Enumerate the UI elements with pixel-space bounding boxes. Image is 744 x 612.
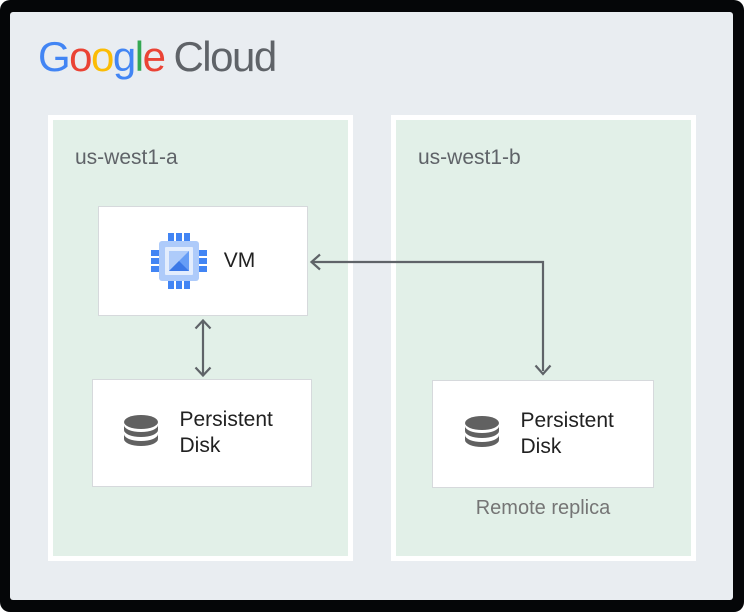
persistent-disk-a-node: Persistent Disk (92, 379, 312, 487)
logo-letter: o (91, 33, 114, 80)
zone-us-west1-a: us-west1-a (48, 115, 353, 561)
vm-label: VM (223, 249, 256, 272)
logo-cloud-text: Cloud (173, 33, 277, 80)
logo-letter: e (142, 33, 166, 80)
remote-replica-caption: Remote replica (475, 497, 611, 519)
logo-letter: G (38, 33, 71, 80)
compute-engine-icon (150, 233, 207, 289)
vm-node: VM (98, 206, 308, 316)
logo-letter: o (69, 33, 92, 80)
zone-us-west1-b: us-west1-b (391, 115, 696, 561)
logo-letter: g (112, 33, 136, 80)
persistent-disk-icon (464, 416, 499, 447)
zone-a-label: us-west1-a (75, 146, 178, 169)
persistent-disk-a-label: Persistent Disk (179, 408, 273, 457)
zone-b-label: us-west1-b (418, 146, 521, 169)
persistent-disk-b-node: Persistent Disk (432, 380, 654, 488)
persistent-disk-icon (123, 415, 158, 446)
logo-letter: l (134, 33, 144, 80)
persistent-disk-b-label: Persistent Disk (520, 409, 614, 458)
